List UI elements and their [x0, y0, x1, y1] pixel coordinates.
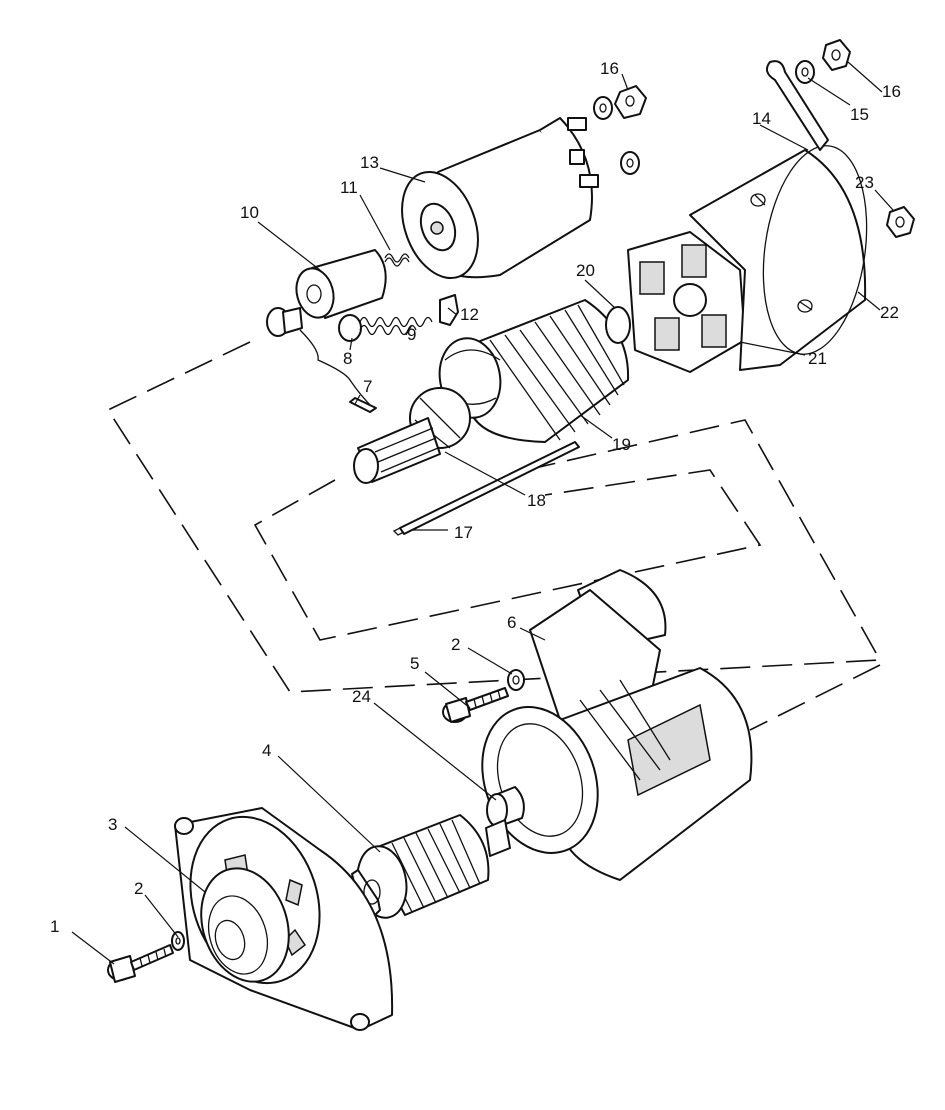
callout-15: 15 [850, 105, 869, 124]
end-frame-screw [107, 931, 185, 983]
bracket-small [439, 294, 459, 326]
callout-5: 5 [410, 654, 419, 673]
callout-12: 12 [460, 305, 479, 324]
callout-19: 19 [612, 435, 631, 454]
callout-21: 21 [808, 349, 827, 368]
solenoid-nuts [593, 85, 647, 175]
callout-7: 7 [363, 377, 372, 396]
brush-holder [627, 231, 746, 373]
solenoid [401, 117, 599, 280]
callout-9: 9 [407, 325, 416, 344]
spring-small [384, 253, 410, 267]
callout-1: 1 [50, 917, 59, 936]
callout-23: 23 [855, 173, 874, 192]
callout-24: 24 [352, 687, 371, 706]
field-frame [689, 145, 868, 371]
assembly-guide-lines [106, 341, 882, 731]
callout-16-left: 16 [600, 59, 619, 78]
plunger-spring [338, 314, 433, 342]
callout-22: 22 [880, 303, 899, 322]
callout-8: 8 [343, 349, 352, 368]
callout-4: 4 [262, 741, 271, 760]
plunger [266, 249, 387, 413]
callout-11: 11 [340, 178, 358, 197]
callout-18: 18 [527, 491, 546, 510]
callout-3: 3 [108, 815, 117, 834]
leader-lines [71, 61, 894, 965]
callout-10: 10 [240, 203, 259, 222]
callout-6: 6 [507, 613, 516, 632]
callout-14: 14 [752, 109, 771, 128]
armature [353, 299, 631, 484]
through-bolt [392, 441, 580, 536]
end-frame [174, 807, 394, 1031]
callout-labels: 1 2 3 4 5 2 6 7 8 9 10 11 12 13 14 15 16… [50, 59, 901, 936]
callout-16-right: 16 [882, 82, 901, 101]
terminal-hardware [765, 39, 915, 238]
callout-13: 13 [360, 153, 379, 172]
callout-2-upper: 2 [451, 635, 460, 654]
callout-17: 17 [454, 523, 473, 542]
callout-20: 20 [576, 261, 595, 280]
callout-2-lower: 2 [134, 879, 143, 898]
